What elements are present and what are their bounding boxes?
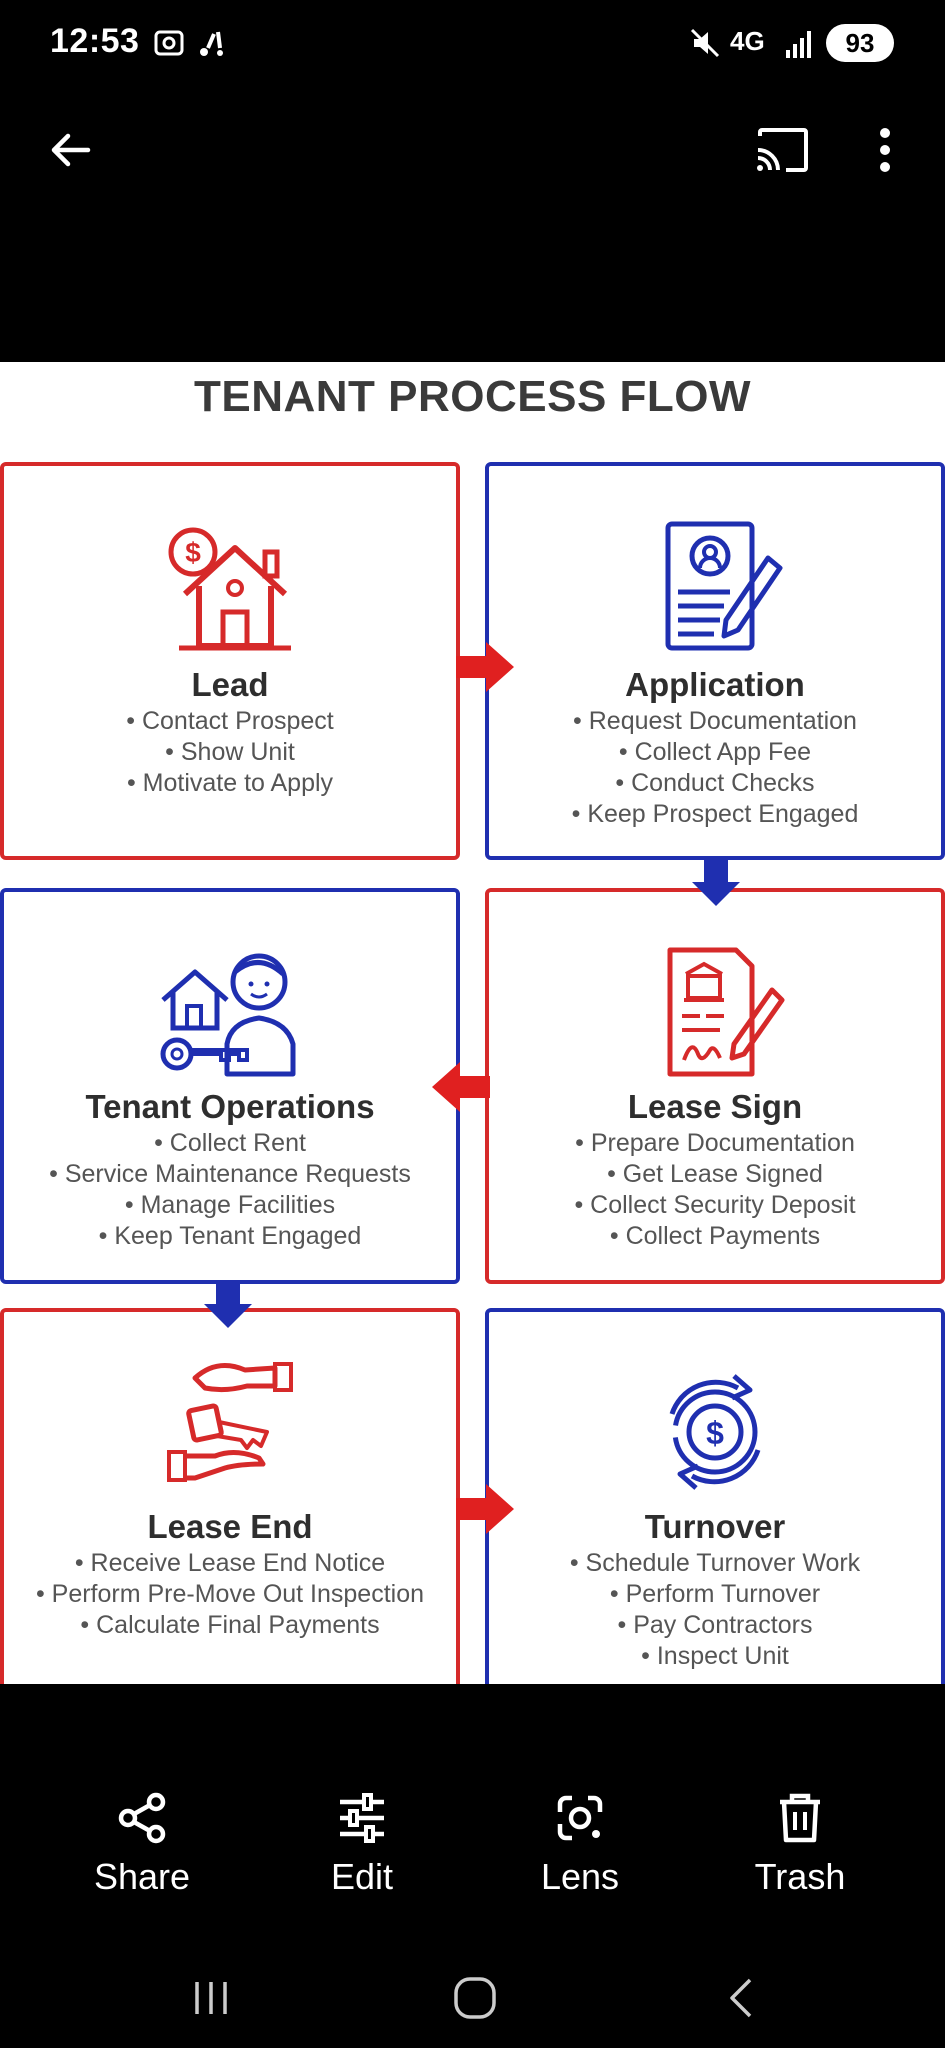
svg-text:$: $ xyxy=(185,537,201,568)
step-item: Get Lease Signed xyxy=(489,1159,941,1190)
edit-button[interactable]: Edit xyxy=(282,1790,442,1898)
step-item: Keep Prospect Engaged xyxy=(489,799,941,830)
arrow-down-icon xyxy=(692,860,740,906)
step-box-turnover: $ Turnover Schedule Turnover Work Perfor… xyxy=(485,1308,945,1684)
application-form-icon xyxy=(665,521,783,651)
step-box-lead: $ Lead Contact Prospect Show Unit Motiva… xyxy=(0,462,460,860)
step-item: Collect Payments xyxy=(489,1221,941,1252)
arrow-left-icon xyxy=(51,133,91,167)
hands-key-icon xyxy=(167,1362,293,1482)
sliders-icon xyxy=(340,1793,384,1843)
step-items: Request Documentation Collect App Fee Co… xyxy=(489,706,941,830)
step-items: Schedule Turnover Work Perform Turnover … xyxy=(489,1548,941,1672)
step-box-tenant-operations: Tenant Operations Collect Rent Service M… xyxy=(0,888,460,1284)
nav-back-icon xyxy=(730,1978,752,2018)
nav-back-button[interactable] xyxy=(696,1968,786,2028)
step-title: Lead xyxy=(191,666,269,703)
status-bar: 12:53 4G 93 xyxy=(0,0,945,90)
step-item: Inspect Unit xyxy=(489,1641,941,1672)
step-title: Lease Sign xyxy=(627,1088,803,1125)
more-options-button[interactable] xyxy=(862,120,908,180)
trash-button[interactable]: Trash xyxy=(720,1790,880,1898)
signal-icon xyxy=(786,31,811,58)
step-item: Manage Facilities xyxy=(4,1190,456,1221)
svg-text:$: $ xyxy=(706,1415,724,1451)
photo-actions-bar: Share Edit Lens Trash xyxy=(0,1790,945,1930)
step-item: Contact Prospect xyxy=(4,706,456,737)
step-box-lease-end: Lease End Receive Lease End Notice Perfo… xyxy=(0,1308,460,1684)
step-title: Lease End xyxy=(147,1508,313,1545)
back-button[interactable] xyxy=(40,120,100,180)
action-label: Share xyxy=(93,1856,191,1897)
activity-icon xyxy=(200,31,223,56)
action-label: Trash xyxy=(754,1856,846,1897)
mute-icon xyxy=(690,28,720,58)
step-item: Request Documentation xyxy=(489,706,941,737)
step-item: Pay Contractors xyxy=(489,1610,941,1641)
step-item: Keep Tenant Engaged xyxy=(4,1221,456,1252)
step-items: Receive Lease End Notice Perform Pre-Mov… xyxy=(4,1548,456,1641)
cast-button[interactable] xyxy=(748,120,818,180)
infographic-title: TENANT PROCESS FLOW xyxy=(193,372,752,421)
step-item: Receive Lease End Notice xyxy=(4,1548,456,1579)
step-item: Collect Rent xyxy=(4,1128,456,1159)
step-items: Contact Prospect Show Unit Motivate to A… xyxy=(4,706,456,799)
step-item: Collect App Fee xyxy=(489,737,941,768)
home-button[interactable] xyxy=(430,1968,520,2028)
action-label: Edit xyxy=(330,1856,394,1897)
network-type: 4G xyxy=(730,26,765,56)
recents-icon xyxy=(195,1982,227,2014)
step-item: Perform Pre-Move Out Inspection xyxy=(4,1579,456,1610)
tenant-key-icon xyxy=(160,953,296,1077)
step-items: Collect Rent Service Maintenance Request… xyxy=(4,1128,456,1252)
lens-icon xyxy=(557,1795,603,1841)
status-time: 12:53 xyxy=(50,22,140,60)
recents-button[interactable] xyxy=(166,1968,256,2028)
home-icon xyxy=(454,1977,496,2019)
step-item: Calculate Final Payments xyxy=(4,1610,456,1641)
step-title: Turnover xyxy=(644,1508,786,1545)
share-icon xyxy=(118,1792,166,1844)
more-vert-icon xyxy=(880,128,890,172)
app-bar xyxy=(0,100,945,200)
step-item: Schedule Turnover Work xyxy=(489,1548,941,1579)
step-box-application: Application Request Documentation Collec… xyxy=(485,462,945,860)
arrow-left-icon xyxy=(432,1062,490,1112)
battery-indicator: 93 xyxy=(826,24,894,62)
share-button[interactable]: Share xyxy=(62,1790,222,1898)
trash-icon xyxy=(780,1793,820,1843)
action-label: Lens xyxy=(540,1856,620,1897)
step-box-lease-sign: Lease Sign Prepare Documentation Get Lea… xyxy=(485,888,945,1284)
lease-document-icon xyxy=(667,947,785,1077)
photo-viewer-image[interactable]: TENANT PROCESS FLOW $ Lead Contact Prosp… xyxy=(0,362,945,1684)
system-nav-bar xyxy=(0,1950,945,2048)
arrow-down-icon xyxy=(204,1284,252,1328)
step-item: Conduct Checks xyxy=(489,768,941,799)
step-item: Collect Security Deposit xyxy=(489,1190,941,1221)
lens-button[interactable]: Lens xyxy=(500,1790,660,1898)
dollar-cycle-icon: $ xyxy=(669,1374,761,1490)
step-item: Show Unit xyxy=(4,737,456,768)
battery-level: 93 xyxy=(845,27,875,58)
step-item: Service Maintenance Requests xyxy=(4,1159,456,1190)
house-dollar-icon: $ xyxy=(168,527,291,651)
cast-icon xyxy=(757,128,808,172)
step-item: Motivate to Apply xyxy=(4,768,456,799)
step-item: Prepare Documentation xyxy=(489,1128,941,1159)
step-items: Prepare Documentation Get Lease Signed C… xyxy=(489,1128,941,1252)
screenshot-icon xyxy=(154,30,184,56)
step-title: Application xyxy=(625,666,805,703)
arrow-right-icon xyxy=(456,1484,514,1534)
step-item: Perform Turnover xyxy=(489,1579,941,1610)
arrow-right-icon xyxy=(456,642,514,692)
step-title: Tenant Operations xyxy=(85,1088,375,1125)
